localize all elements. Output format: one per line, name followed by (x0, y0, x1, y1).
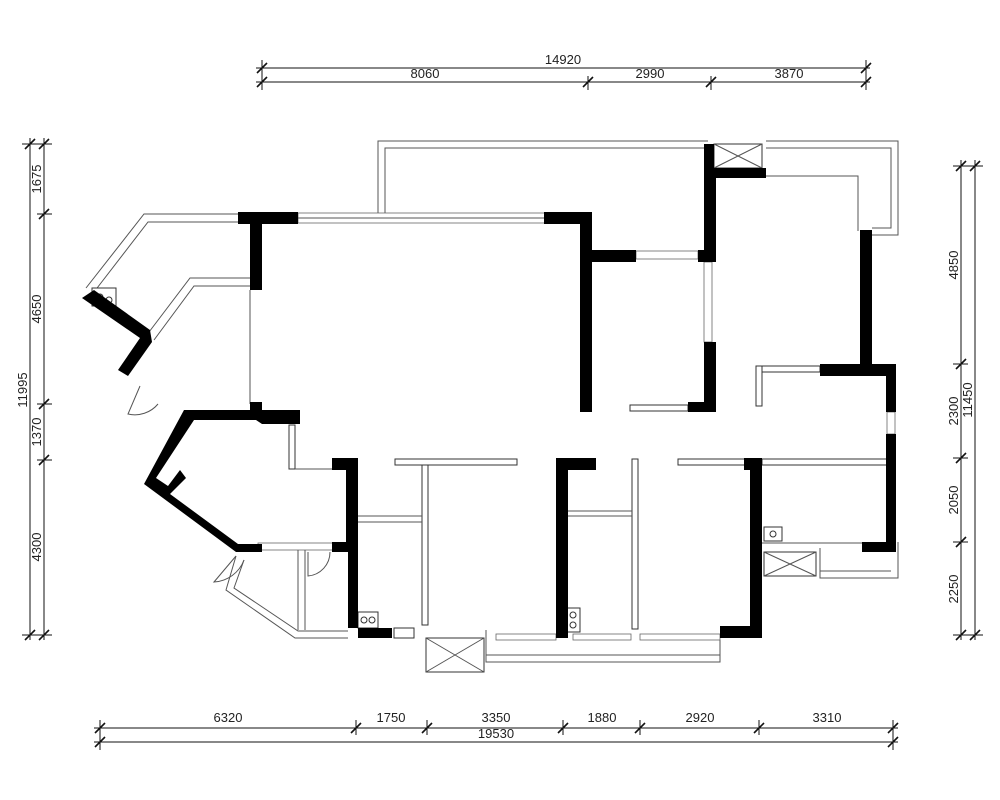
dim-top-segment: 8060 (411, 66, 440, 81)
dim-left-segment: 4650 (29, 295, 44, 324)
wall (556, 458, 596, 638)
balconies (85, 140, 899, 663)
dim-top-segment: 3870 (775, 66, 804, 81)
window (703, 261, 713, 343)
dim-bottom-segment: 2920 (686, 710, 715, 725)
windows (257, 212, 896, 641)
dim-bottom-segment: 1880 (588, 710, 617, 725)
dim-left-segment: 1370 (29, 418, 44, 447)
wall (820, 230, 896, 412)
door-swing (307, 551, 331, 577)
dim-right-total: 11450 (960, 382, 975, 417)
walls (82, 144, 896, 638)
right-balcony-outline (766, 140, 899, 236)
dim-bottom-segment: 1750 (377, 710, 406, 725)
wall (720, 458, 762, 638)
wall (144, 402, 300, 552)
window (495, 633, 557, 641)
top-dimension-chains: 14920 8060 2990 3870 (256, 52, 872, 90)
dim-left-total: 11995 (15, 372, 30, 407)
window (257, 542, 337, 551)
window (886, 411, 896, 435)
right-dimension-chains: 4850 2300 2050 2250 11450 (946, 160, 983, 641)
left-dimension-chains: 11995 1675 4650 1370 4300 (15, 138, 52, 641)
wall (332, 458, 392, 638)
door-swing (127, 385, 159, 416)
wall (688, 342, 716, 412)
wall (698, 144, 766, 262)
doors (127, 385, 331, 583)
dim-right-segment: 2050 (946, 486, 961, 515)
left-balcony-outline (85, 213, 240, 289)
top-balcony-outline (377, 140, 708, 214)
wall (238, 212, 298, 290)
window (639, 633, 721, 641)
door-swing (212, 555, 245, 583)
window (572, 633, 632, 641)
bottom-right-balcony-outline (819, 542, 899, 579)
dim-bottom-segment: 6320 (214, 710, 243, 725)
bottom-left-balcony-outline (225, 555, 348, 639)
wall (82, 290, 152, 376)
window (635, 250, 699, 260)
interior-lines (249, 290, 889, 630)
dim-right-segment: 4850 (946, 251, 961, 280)
dim-top-segment: 2990 (636, 66, 665, 81)
wall (544, 212, 636, 412)
dim-bottom-segment: 3350 (482, 710, 511, 725)
dim-left-segment: 4300 (29, 533, 44, 562)
bottom-dimension-chains: 6320 1750 3350 1880 2920 3310 19530 (94, 710, 899, 750)
dim-bottom-segment: 3310 (813, 710, 842, 725)
dim-top-total: 14920 (545, 52, 581, 67)
dim-right-segment: 2250 (946, 575, 961, 604)
wall (862, 434, 896, 552)
dim-bottom-total: 19530 (478, 726, 514, 741)
dim-left-segment: 1675 (29, 165, 44, 194)
dim-right-segment: 2300 (946, 397, 961, 426)
